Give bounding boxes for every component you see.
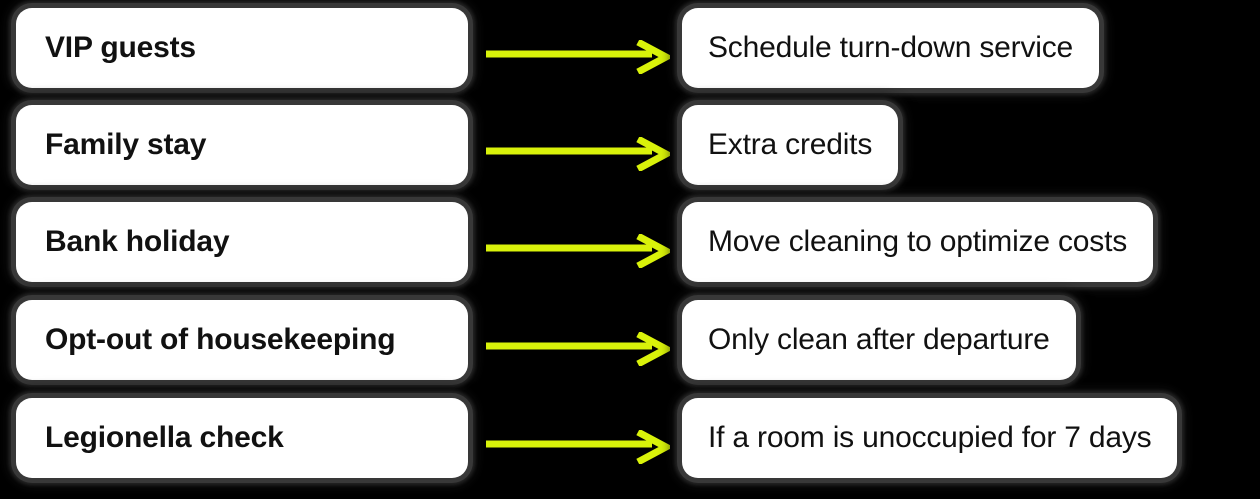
trigger-label: Family stay: [45, 128, 207, 161]
action-label: Schedule turn-down service: [708, 31, 1073, 64]
trigger-label: Opt-out of housekeeping: [45, 323, 396, 356]
mapping-row: VIP guests Schedule turn-down service: [0, 0, 1260, 97]
action-label: Move cleaning to optimize costs: [708, 225, 1128, 258]
action-label: Extra credits: [708, 128, 873, 161]
mapping-row: Opt-out of housekeeping Only clean after…: [0, 292, 1260, 389]
action-box[interactable]: If a room is unoccupied for 7 days: [682, 398, 1178, 478]
action-label: If a room is unoccupied for 7 days: [708, 421, 1152, 454]
action-box[interactable]: Schedule turn-down service: [682, 8, 1099, 88]
arrow-right-icon: [486, 137, 670, 171]
action-box[interactable]: Extra credits: [682, 105, 899, 185]
trigger-label: Legionella check: [45, 421, 284, 454]
trigger-box[interactable]: Family stay: [16, 105, 468, 185]
arrow-right-icon: [486, 430, 670, 464]
trigger-box[interactable]: Bank holiday: [16, 202, 468, 282]
mapping-row: Legionella check If a room is unoccupied…: [0, 390, 1260, 487]
arrow-right-icon: [486, 40, 670, 74]
trigger-label: VIP guests: [45, 31, 196, 64]
trigger-label: Bank holiday: [45, 225, 230, 258]
mapping-row: Bank holiday Move cleaning to optimize c…: [0, 194, 1260, 291]
trigger-box[interactable]: VIP guests: [16, 8, 468, 88]
action-box[interactable]: Move cleaning to optimize costs: [682, 202, 1154, 282]
trigger-box[interactable]: Opt-out of housekeeping: [16, 300, 468, 380]
arrow-right-icon: [486, 332, 670, 366]
action-box[interactable]: Only clean after departure: [682, 300, 1076, 380]
arrow-right-icon: [486, 234, 670, 268]
action-label: Only clean after departure: [708, 323, 1050, 356]
mapping-row: Family stay Extra credits: [0, 97, 1260, 194]
trigger-box[interactable]: Legionella check: [16, 398, 468, 478]
